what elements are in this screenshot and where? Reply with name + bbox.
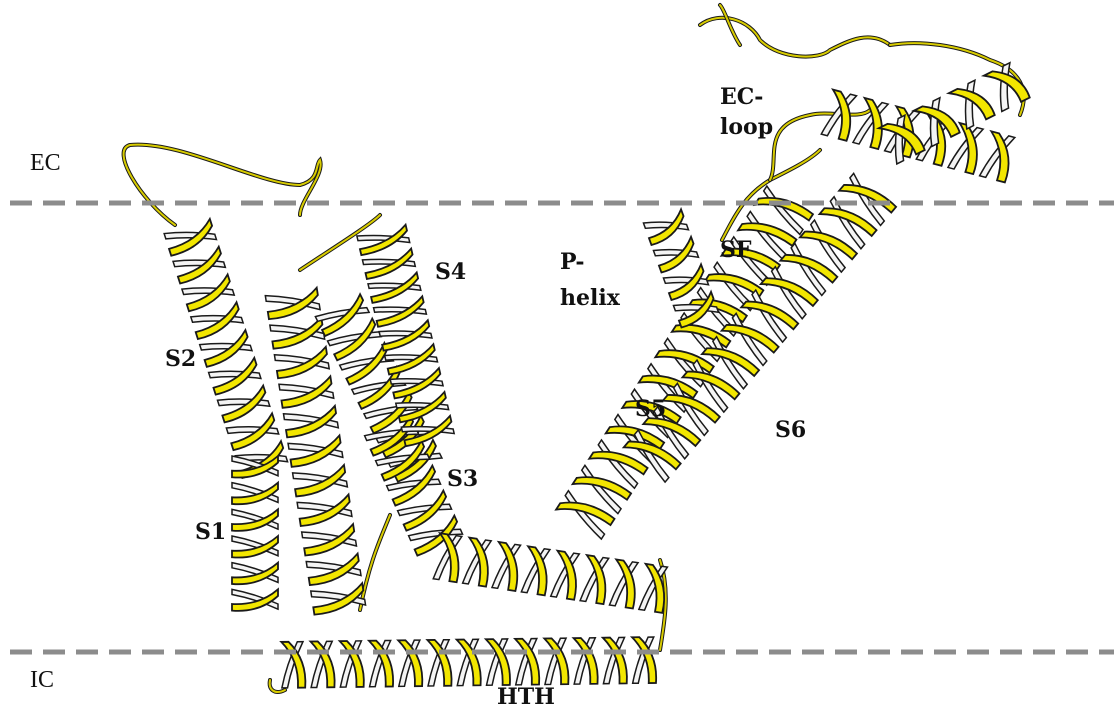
helix-back-face [173, 260, 225, 267]
intracellular-label: IC [30, 667, 54, 694]
s4-s5-linker-helix [433, 533, 667, 613]
s5-helix [556, 186, 813, 539]
extracellular-label: EC [30, 150, 61, 177]
helix-back-face [226, 427, 278, 434]
helix-back-face [182, 288, 234, 295]
s1-helix [232, 456, 278, 611]
loop-coil-outline [770, 110, 870, 180]
ec-loop-label-line1: EC- [720, 85, 773, 109]
loop-coil [720, 5, 740, 45]
s4-label: S4 [435, 260, 466, 284]
helix-back-face [217, 399, 269, 406]
s3-label: S3 [447, 467, 478, 491]
p-helix-label: P- helix [560, 250, 620, 310]
loop-coil [770, 110, 870, 180]
s6-label: S6 [775, 418, 806, 442]
s5-label: S5 [635, 397, 666, 421]
hth-label: HTH [497, 685, 555, 709]
ec-loop-label: EC- loop [720, 85, 773, 139]
s6-helix [624, 173, 896, 482]
p-helix-label-line1: P- [560, 250, 620, 274]
s2-label: S2 [165, 347, 196, 371]
selectivity-filter-label: SF [720, 238, 752, 262]
p-helix [643, 209, 718, 327]
helix-back-face [209, 371, 261, 378]
helix-back-face [896, 115, 905, 164]
helix-back-face [191, 316, 243, 323]
helix-ribbons [164, 63, 1030, 688]
loop-coil [124, 145, 321, 225]
hth-helix [281, 637, 656, 688]
p-helix-label-line2: helix [560, 286, 620, 310]
helix-back-face [1001, 63, 1010, 112]
s1-label: S1 [195, 520, 226, 544]
helix-back-face [200, 343, 252, 350]
ec-loop-label-line2: loop [720, 115, 773, 139]
helix-back-face [966, 80, 975, 129]
helix-back-face [164, 232, 216, 239]
loop-coil-outline [360, 515, 390, 610]
